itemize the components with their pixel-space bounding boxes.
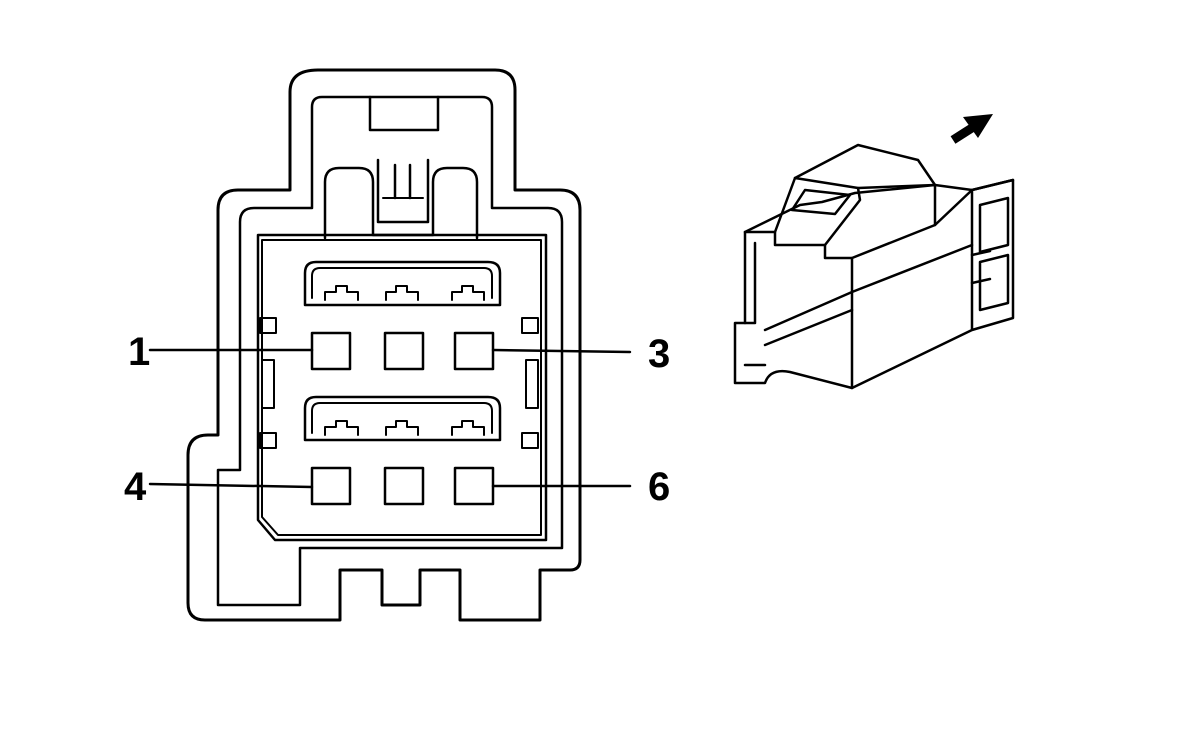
housing-outer-outline xyxy=(186,68,582,622)
left-lock-tab-middle xyxy=(261,359,275,409)
leader-line-pin-4 xyxy=(148,482,314,489)
cavity-pin-6 xyxy=(453,466,495,506)
pin-label-6: 6 xyxy=(648,465,671,509)
cavity-pin-4 xyxy=(310,466,352,506)
cavity-frame xyxy=(256,233,548,542)
iso-front-face xyxy=(733,230,854,390)
lower-retainer xyxy=(303,395,502,442)
left-lock-tab-lower xyxy=(259,432,277,449)
lower-retainer-bumps xyxy=(324,420,485,436)
cavity-pin-3 xyxy=(453,331,495,371)
pin-label-4: 4 xyxy=(124,465,147,509)
cavity-pin-1 xyxy=(310,331,352,371)
right-lock-tab-lower xyxy=(521,432,539,449)
arrow-up-right-icon xyxy=(950,114,993,144)
top-notch xyxy=(368,95,440,132)
left-lock-tab-upper xyxy=(259,317,277,334)
upper-retainer-bumps xyxy=(324,285,485,301)
connector-isometric-view xyxy=(733,143,1015,390)
housing-inner-outline xyxy=(216,95,564,607)
iso-side-face xyxy=(850,178,1015,390)
latch-tab xyxy=(376,158,430,224)
leader-line-pin-3 xyxy=(491,348,632,354)
cavity-pin-2 xyxy=(383,331,425,371)
right-lock-tab-upper xyxy=(521,317,539,334)
upper-retainer xyxy=(303,260,502,307)
latch-outline xyxy=(323,166,479,240)
pin-label-3: 3 xyxy=(648,332,671,376)
pin-label-1: 1 xyxy=(128,330,151,374)
right-lock-tab-middle xyxy=(525,359,539,409)
cavity-pin-5 xyxy=(383,466,425,506)
